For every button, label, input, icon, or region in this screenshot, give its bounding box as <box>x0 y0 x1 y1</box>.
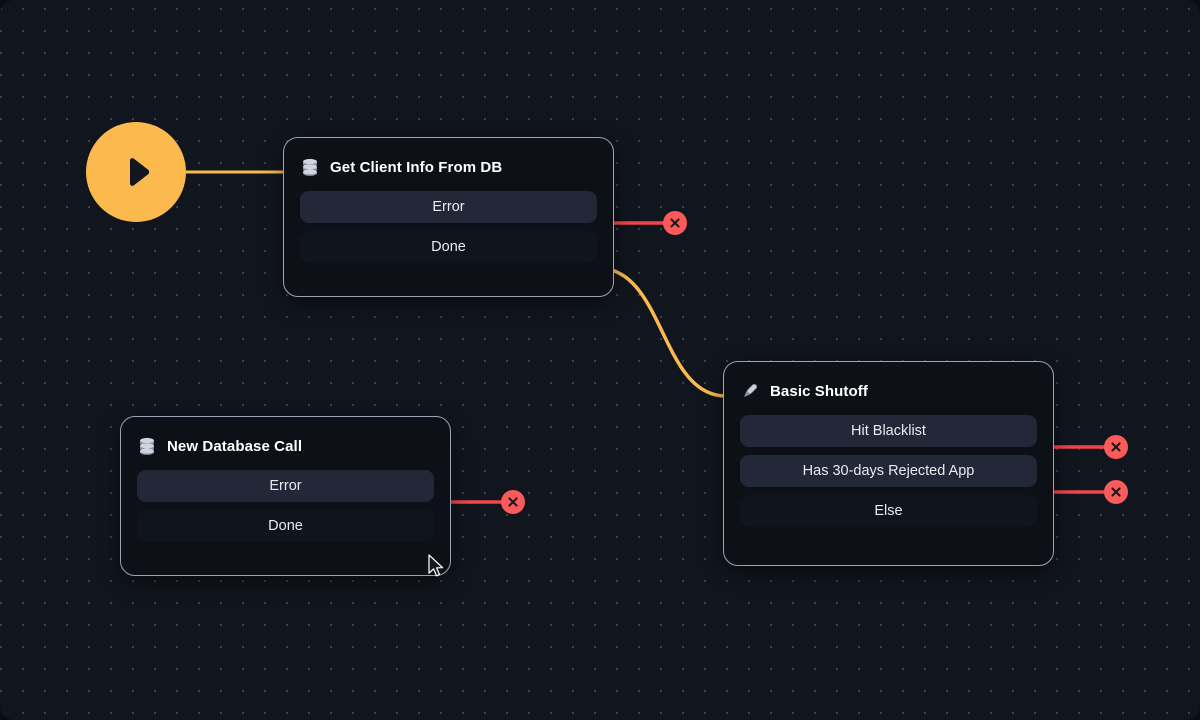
database-icon <box>300 157 320 177</box>
output-row-done[interactable]: Done <box>137 510 434 542</box>
output-row-has-30-days-rejected-app[interactable]: Has 30-days Rejected App <box>740 455 1037 487</box>
output-row-hit-blacklist[interactable]: Hit Blacklist <box>740 415 1037 447</box>
node-output-rows: Error Done <box>137 470 434 542</box>
node-basic-shutoff[interactable]: Basic Shutoff Hit Blacklist Has 30-days … <box>723 361 1054 566</box>
output-row-error[interactable]: Error <box>300 191 597 223</box>
node-header: Basic Shutoff <box>740 376 1037 415</box>
node-header: New Database Call <box>137 431 434 470</box>
terminator-basic-shutoff-hit-blacklist[interactable] <box>1104 435 1128 459</box>
output-row-done[interactable]: Done <box>300 231 597 263</box>
close-icon <box>1111 487 1121 497</box>
node-output-rows: Error Done <box>300 191 597 263</box>
terminator-get-client-info-error[interactable] <box>663 211 687 235</box>
database-icon <box>137 436 157 456</box>
node-header: Get Client Info From DB <box>300 152 597 191</box>
pen-icon <box>740 381 760 401</box>
node-get-client-info-from-db[interactable]: Get Client Info From DB Error Done <box>283 137 614 297</box>
node-output-rows: Hit Blacklist Has 30-days Rejected App E… <box>740 415 1037 527</box>
output-row-error[interactable]: Error <box>137 470 434 502</box>
start-trigger-node[interactable] <box>86 122 186 222</box>
close-icon <box>670 218 680 228</box>
close-icon <box>508 497 518 507</box>
terminator-basic-shutoff-has-30-days-rejected-app[interactable] <box>1104 480 1128 504</box>
play-icon <box>112 148 160 196</box>
output-row-else[interactable]: Else <box>740 495 1037 527</box>
node-title: Get Client Info From DB <box>330 158 503 176</box>
node-new-database-call[interactable]: New Database Call Error Done <box>120 416 451 576</box>
node-title: New Database Call <box>167 437 303 455</box>
close-icon <box>1111 442 1121 452</box>
node-title: Basic Shutoff <box>770 382 868 400</box>
terminator-new-database-call-error[interactable] <box>501 490 525 514</box>
edge-get-client-info-done-to-basic-shutoff <box>597 266 727 398</box>
